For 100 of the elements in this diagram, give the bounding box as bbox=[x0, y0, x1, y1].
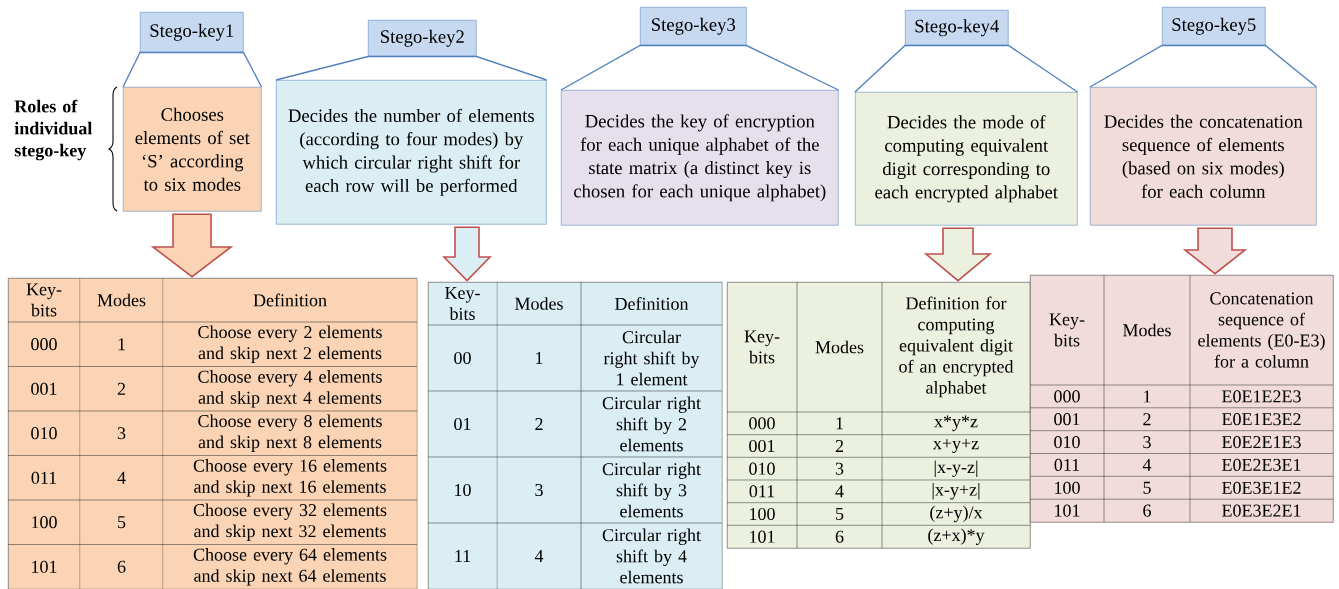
table-text: 5 bbox=[836, 508, 844, 520]
table-text: 1 bbox=[536, 352, 543, 364]
table-text: 3 bbox=[535, 483, 543, 497]
table-text: Concatenation sequence of elements (E0-E3) for a column bbox=[1198, 292, 1325, 368]
table-text: 3 bbox=[1143, 436, 1151, 449]
data-table bbox=[726, 281, 1031, 549]
description-box: Decides the mode of computing equivalent digit corresponding to each encrypted alphabet bbox=[855, 92, 1078, 226]
table-text: 11 bbox=[455, 550, 471, 562]
table-text: 001 bbox=[1054, 413, 1080, 426]
callout-lines bbox=[122, 51, 263, 88]
table-text: 2 bbox=[535, 418, 543, 430]
table-text: 1 bbox=[1144, 390, 1151, 403]
table-text: (z+y)/x bbox=[930, 505, 983, 523]
table-text: 010 bbox=[749, 462, 775, 475]
table-text: 3 bbox=[835, 462, 844, 475]
table-text: 010 bbox=[31, 427, 57, 440]
table-text: Key-bits bbox=[445, 286, 480, 320]
description-box: Decides the number of elements (according to four modes) by which circular right shift for each row will be performed bbox=[276, 80, 547, 225]
table-text: Choose every 32 elements and skip next 32 elements bbox=[193, 503, 387, 541]
side-label: Roles of individual stego-key bbox=[14, 99, 92, 161]
table-text: 101 bbox=[32, 560, 57, 573]
description-box: Decides the key of encryption for each unique alphabet of the state matrix (a distinct key is chosen for each unique alphabet) bbox=[561, 90, 839, 226]
table-text: Key-bits bbox=[744, 330, 780, 364]
table-text: Choose every 64 elements and skip next 64 elements bbox=[193, 548, 387, 586]
table-text: 00 bbox=[454, 351, 471, 365]
table-text: 2 bbox=[117, 382, 125, 395]
table-text: Key-bits bbox=[26, 283, 62, 317]
key-box: Stego-key4 bbox=[905, 10, 1009, 46]
key-box: Stego-key1 bbox=[140, 12, 244, 53]
table-text: 5 bbox=[118, 516, 126, 529]
table-text: 6 bbox=[835, 530, 844, 543]
key-box: Stego-key2 bbox=[368, 20, 477, 57]
table-text: E0E1E3E2 bbox=[1222, 413, 1301, 426]
table-text: (z+x)*y bbox=[928, 528, 985, 545]
table-text: Choose every 2 elements and skip next 2 elements bbox=[198, 325, 382, 363]
table-text: Key-bits bbox=[1049, 313, 1085, 347]
table-text: 1 bbox=[836, 417, 843, 430]
table-text: 6 bbox=[117, 560, 126, 573]
table-text: 010 bbox=[1054, 436, 1080, 449]
table-text: 6 bbox=[1143, 504, 1151, 517]
table-text: 001 bbox=[31, 382, 57, 395]
table-text: x*y*z bbox=[934, 415, 978, 432]
key-box: Stego-key5 bbox=[1162, 7, 1266, 46]
table-text: Definition for computing equivalent digit of an encrypted alphabet bbox=[899, 296, 1014, 398]
table-text: Definition bbox=[615, 297, 689, 310]
table-text: 011 bbox=[749, 485, 775, 498]
table-text: Choose every 4 elements and skip next 4 elements bbox=[198, 370, 382, 408]
table-text: 101 bbox=[1055, 504, 1080, 517]
table-text: E0E1E2E3 bbox=[1222, 390, 1301, 403]
table-text: Modes bbox=[515, 297, 563, 310]
table-text: Modes bbox=[815, 340, 864, 354]
table-text: x+y+z bbox=[933, 438, 979, 453]
table-text: 01 bbox=[454, 417, 471, 431]
data-table bbox=[7, 277, 418, 589]
block-arrow bbox=[150, 213, 234, 278]
data-table bbox=[427, 281, 723, 589]
table-text: Modes bbox=[97, 293, 146, 307]
table-text: 4 bbox=[117, 471, 126, 484]
block-arrow bbox=[1182, 227, 1248, 275]
table-text: 000 bbox=[31, 338, 57, 351]
table-text: E0E3E1E2 bbox=[1222, 481, 1301, 494]
table-text: E0E2E1E3 bbox=[1222, 436, 1301, 449]
table-text: 4 bbox=[1142, 458, 1152, 471]
table-text: 011 bbox=[1054, 458, 1080, 471]
table-text: E0E2E3E1 bbox=[1222, 458, 1301, 471]
block-arrow bbox=[442, 226, 492, 282]
table-text: Modes bbox=[1123, 323, 1171, 337]
table-text: 4 bbox=[835, 485, 844, 498]
table-text: 3 bbox=[117, 427, 126, 440]
table-text: 011 bbox=[31, 471, 57, 484]
table-text: Circular right shift by 2 elements bbox=[602, 396, 701, 452]
table-text: Choose every 16 elements and skip next 16 elements bbox=[193, 459, 387, 497]
table-text: |x-y+z| bbox=[932, 483, 980, 500]
callout-lines bbox=[560, 44, 840, 91]
table-text: 101 bbox=[750, 530, 775, 543]
table-text: Definition bbox=[253, 293, 327, 307]
table-text: 001 bbox=[749, 439, 775, 453]
data-table bbox=[1029, 274, 1334, 523]
callout-lines bbox=[854, 44, 1079, 93]
table-text: 000 bbox=[1054, 390, 1080, 403]
description-box: Chooses elements of set ‘S’ according to six modes bbox=[123, 87, 262, 212]
table-text: Circular right shift by 4 elements bbox=[602, 528, 701, 584]
description-box: Decides the concatenation sequence of elements (based on six modes) for each column bbox=[1090, 87, 1317, 226]
table-text: 2 bbox=[1143, 413, 1151, 426]
table-text: Circular right shift by 3 elements bbox=[602, 462, 701, 518]
key-box: Stego-key3 bbox=[640, 7, 747, 46]
table-text: 1 bbox=[118, 338, 125, 351]
callout-lines bbox=[1089, 44, 1318, 88]
table-text: 5 bbox=[1143, 481, 1151, 494]
table-text: 2 bbox=[835, 440, 843, 452]
callout-lines bbox=[275, 55, 548, 81]
table-text: 000 bbox=[749, 417, 775, 430]
table-text: |x-y-z| bbox=[934, 460, 978, 477]
table-text: 100 bbox=[32, 516, 57, 529]
table-text: 4 bbox=[534, 550, 544, 562]
table-text: 100 bbox=[750, 507, 775, 521]
block-arrow bbox=[923, 227, 993, 282]
table-text: 100 bbox=[1055, 481, 1080, 494]
table-text: 10 bbox=[455, 483, 471, 497]
table-text: Choose every 8 elements and skip next 8 elements bbox=[198, 414, 382, 452]
